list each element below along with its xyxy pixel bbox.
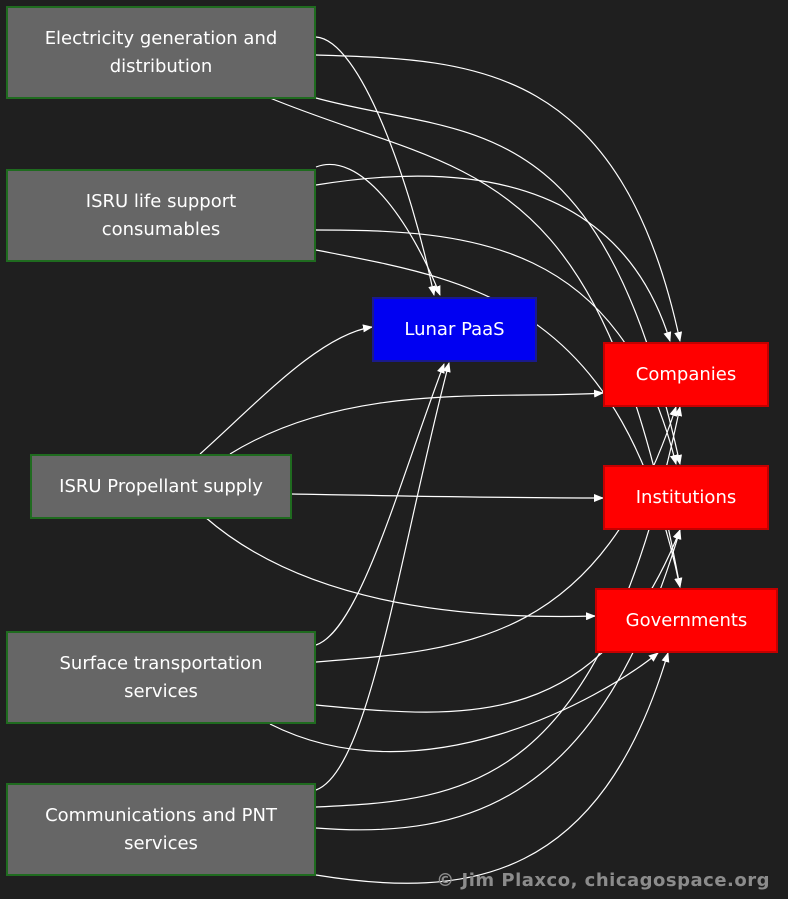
copyright-credit: © Jim Plaxco, chicagospace.org xyxy=(436,870,770,891)
edge-electricity-to-institutions xyxy=(315,97,682,465)
node-companies: Companies xyxy=(603,342,769,407)
node-communications-pnt: Communications and PNT services xyxy=(6,783,316,876)
node-isru-life-support: ISRU life support consumables xyxy=(6,169,316,262)
edge-electricity-to-governments xyxy=(269,97,683,588)
edge-electricity-to-lunar-paas xyxy=(315,36,437,296)
node-surface-transportation: Surface transportation services xyxy=(6,631,316,724)
edge-propellant-to-lunar-paas xyxy=(199,324,373,455)
node-isru-propellant: ISRU Propellant supply xyxy=(30,454,292,519)
node-label: Institutions xyxy=(635,486,737,508)
edge-surface-to-lunar-paas xyxy=(315,363,445,646)
node-label: Surface transportation services xyxy=(59,652,263,702)
node-label: Governments xyxy=(625,609,748,631)
node-label: Companies xyxy=(635,363,737,385)
node-label: Communications and PNT services xyxy=(45,804,277,854)
edge-life-support-to-companies xyxy=(315,175,672,342)
edge-surface-to-governments xyxy=(269,652,659,753)
edge-life-support-to-lunar-paas xyxy=(315,164,441,296)
node-institutions: Institutions xyxy=(603,465,769,530)
node-governments: Governments xyxy=(595,588,778,653)
node-electricity-generation: Electricity generation and distribution xyxy=(6,6,316,99)
edge-propellant-to-governments xyxy=(204,516,596,621)
node-label: ISRU life support consumables xyxy=(85,190,237,240)
edge-comms-to-governments xyxy=(315,652,670,884)
node-label: Electricity generation and distribution xyxy=(44,27,278,77)
edge-propellant-to-institutions xyxy=(291,493,604,502)
node-label: ISRU Propellant supply xyxy=(59,475,263,497)
edge-comms-to-lunar-paas xyxy=(315,362,451,791)
edge-comms-to-institutions xyxy=(315,529,682,831)
node-lunar-paas: Lunar PaaS xyxy=(372,297,537,362)
node-label: Lunar PaaS xyxy=(404,318,505,340)
edge-electricity-to-companies xyxy=(315,54,683,342)
edge-comms-to-companies xyxy=(315,406,683,808)
edge-propellant-to-companies xyxy=(229,389,604,455)
